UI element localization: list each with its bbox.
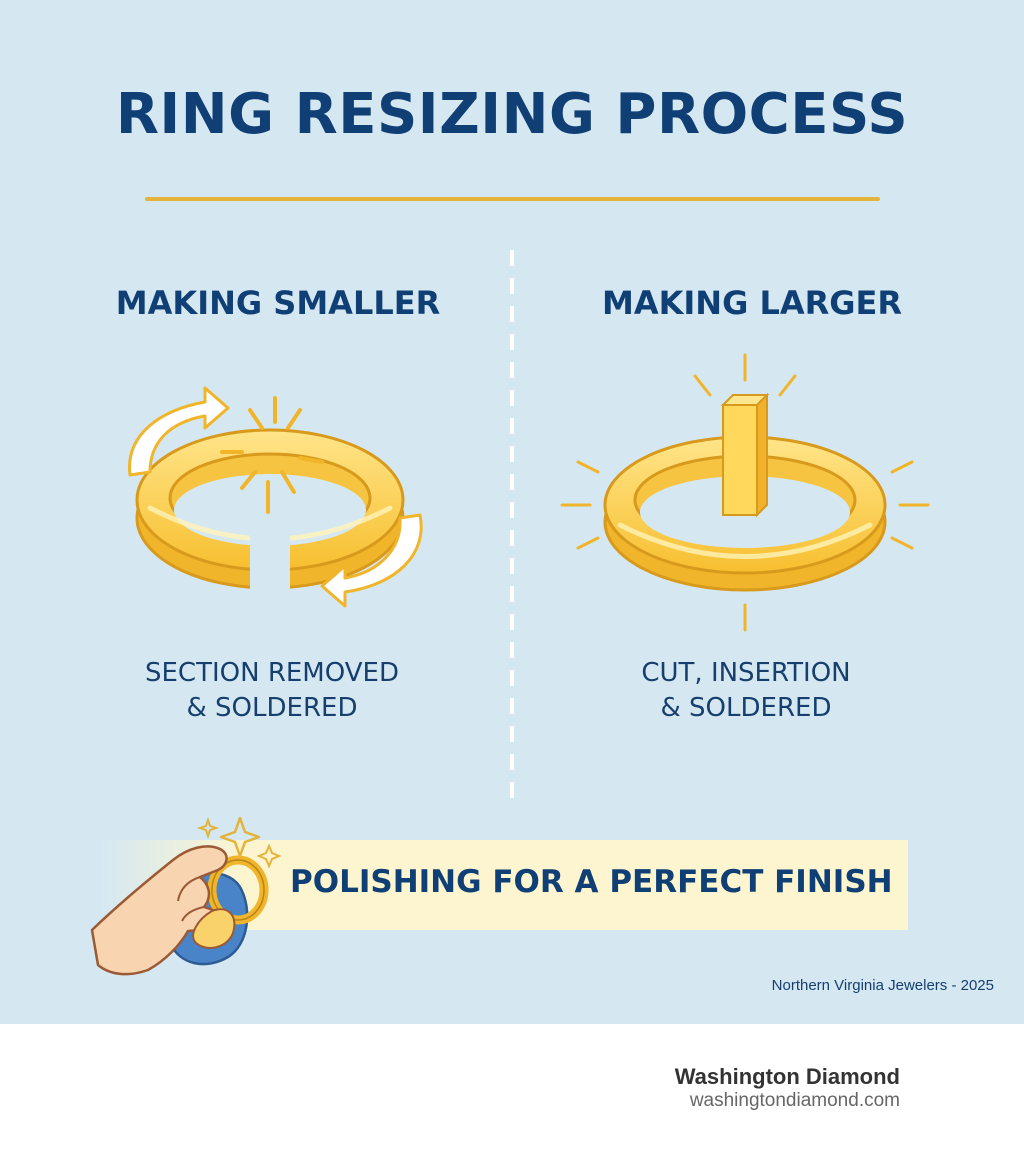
caption-line: & SOLDERED <box>660 693 832 723</box>
page-title: RING RESIZING PROCESS <box>115 82 909 147</box>
ring-with-inserted-bar-icon <box>560 353 930 632</box>
caption-line: CUT, INSERTION <box>641 658 851 688</box>
heading-making-larger: MAKING LARGER <box>601 284 903 322</box>
caption-making-larger: CUT, INSERTION & SOLDERED <box>536 656 956 726</box>
credit-text: Northern Virginia Jewelers - 2025 <box>771 977 994 994</box>
ring-with-gap-and-arrows-icon <box>128 386 423 608</box>
title-underline <box>145 197 880 201</box>
caption-line: SECTION REMOVED <box>145 658 399 688</box>
brand-name: Washington Diamond <box>674 1064 900 1089</box>
infographic-panel: RING RESIZING PROCESS MAKING SMALLER <box>0 0 1024 1024</box>
brand-url-link[interactable]: washingtondiamond.com <box>689 1090 900 1111</box>
caption-making-smaller: SECTION REMOVED & SOLDERED <box>62 656 482 726</box>
brand-footer: Washington Diamond washingtondiamond.com <box>675 1064 900 1112</box>
hand-polishing-ring-icon <box>90 816 282 976</box>
column-divider <box>510 250 514 810</box>
caption-line: & SOLDERED <box>186 693 358 723</box>
heading-making-smaller: MAKING SMALLER <box>115 284 441 322</box>
banner-text: POLISHING FOR A PERFECT FINISH <box>290 864 893 900</box>
